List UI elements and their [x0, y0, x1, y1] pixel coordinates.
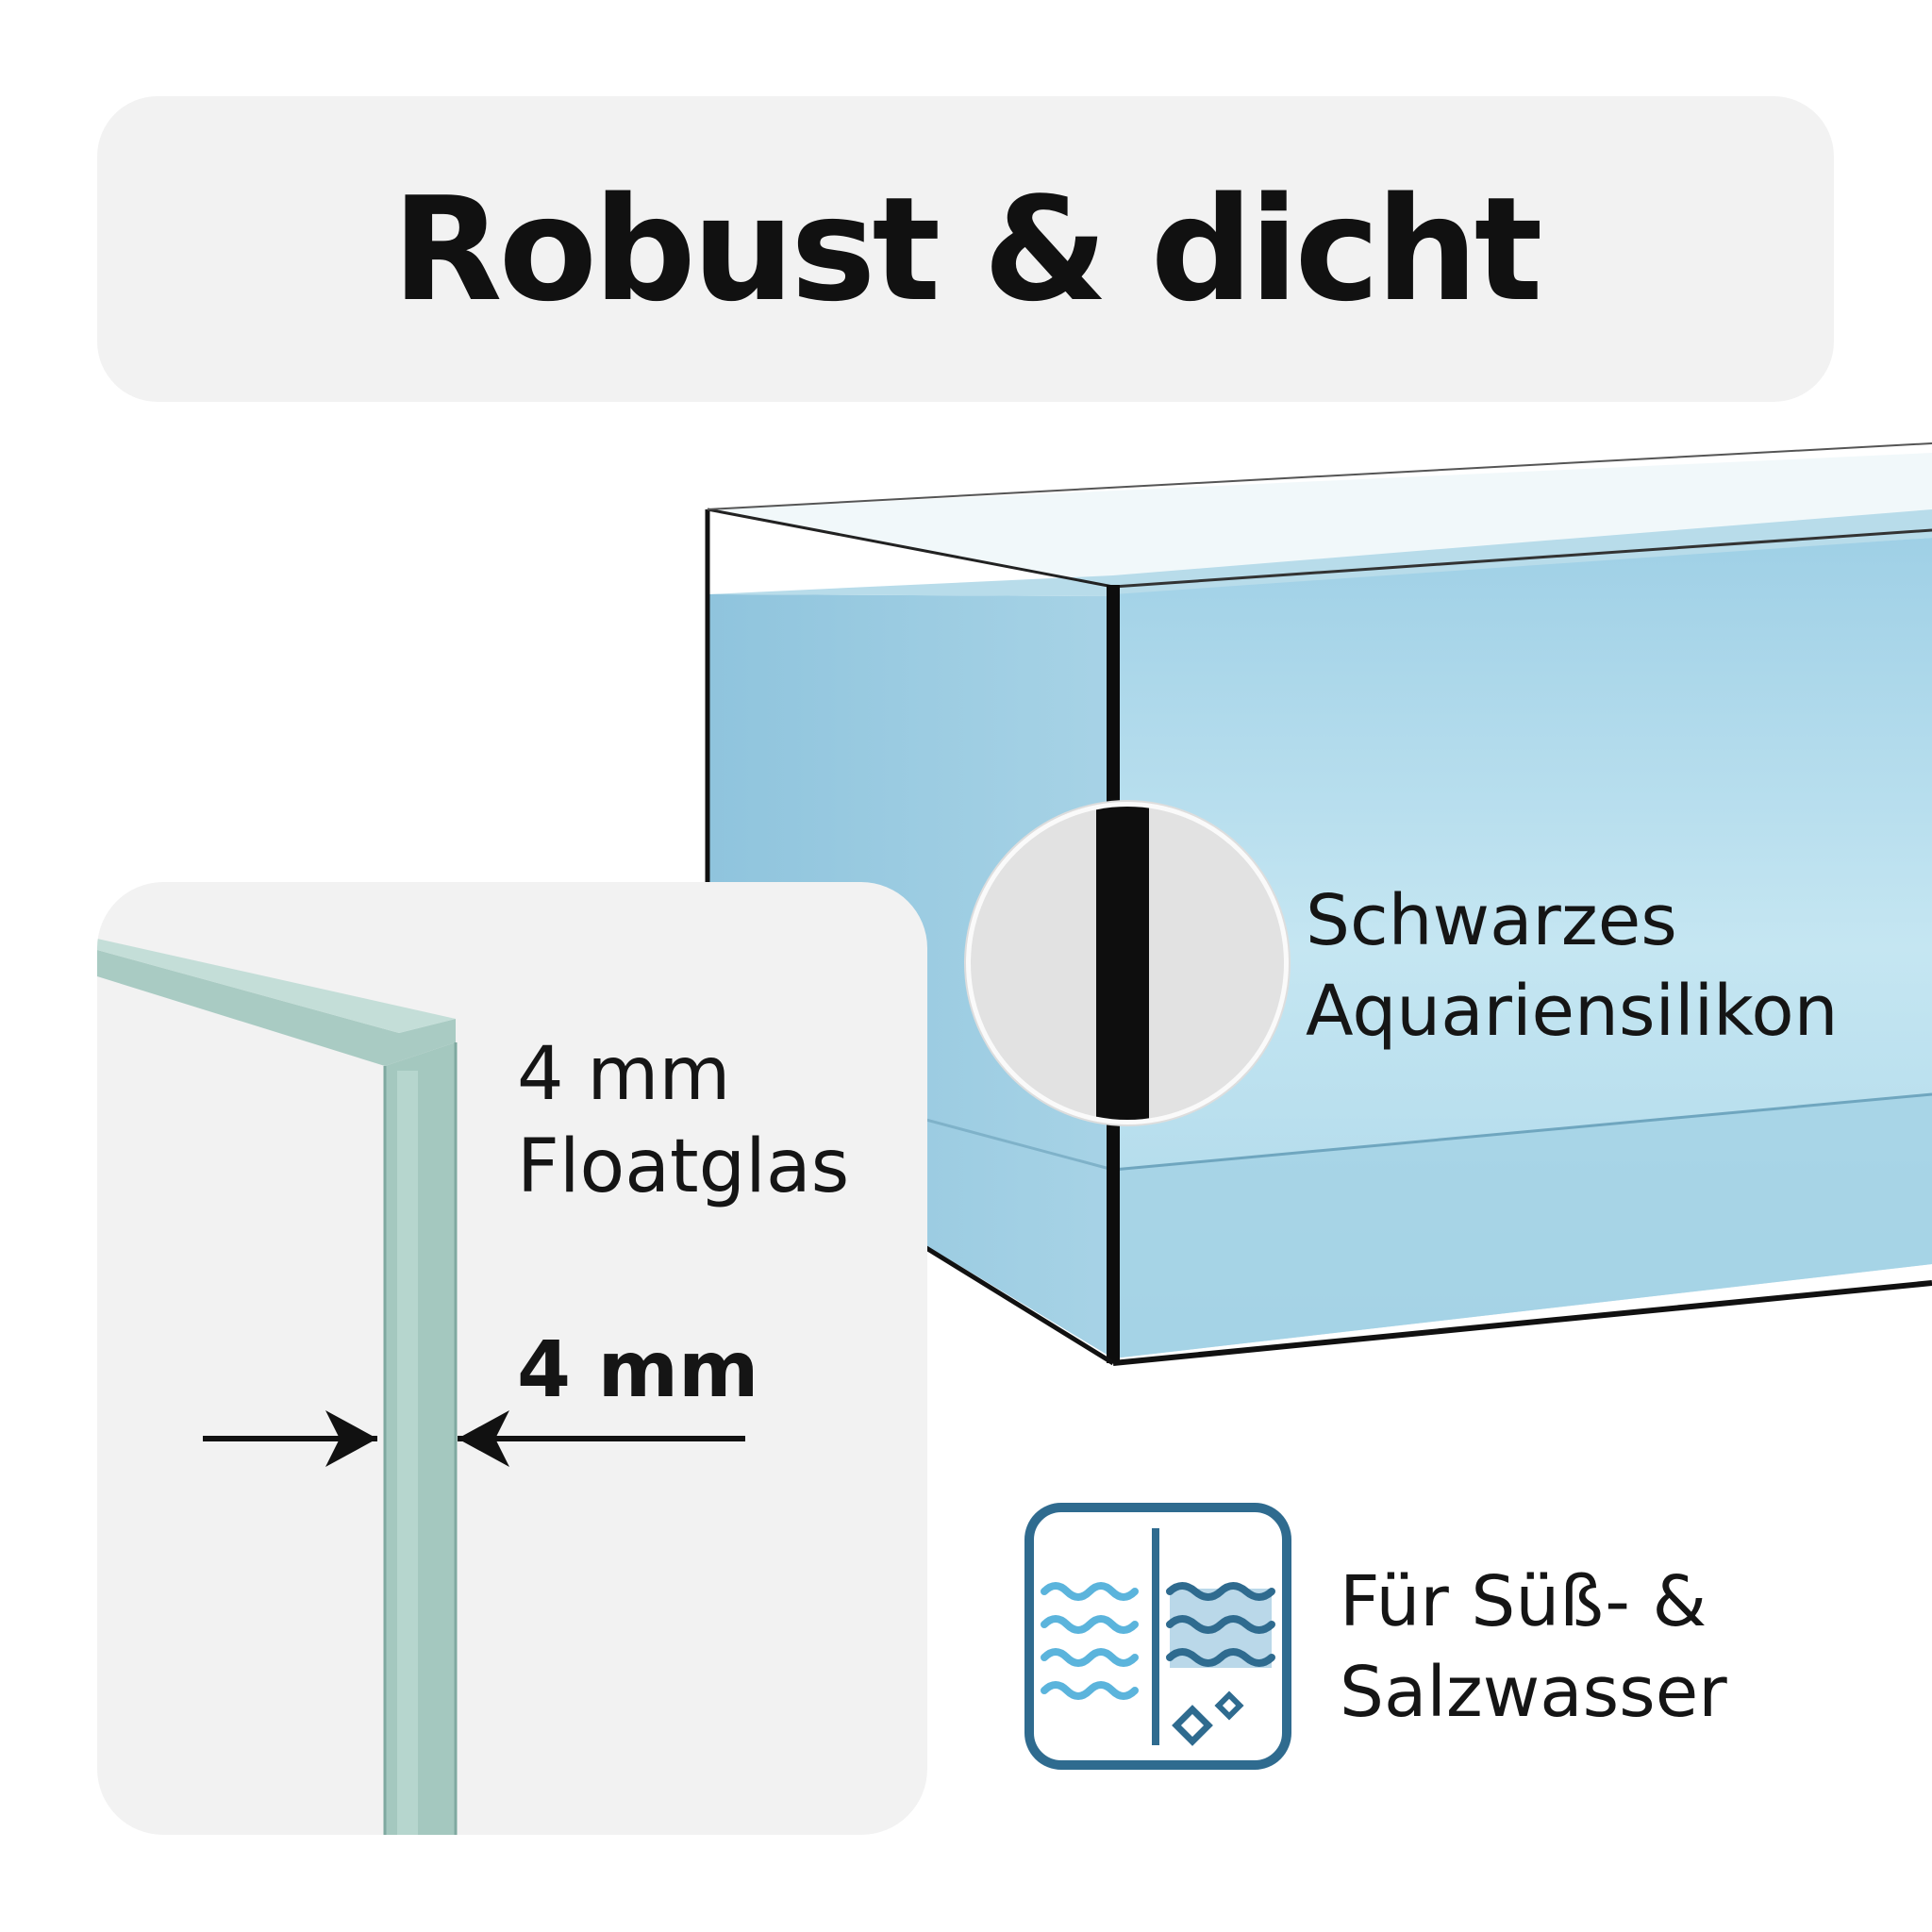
arrow-right-icon [203, 1410, 377, 1467]
water-label: Für Süß- & Salzwasser [1340, 1557, 1727, 1738]
water-label-line1: Für Süß- & [1340, 1561, 1707, 1642]
silicone-magnifier [966, 802, 1289, 1124]
arrow-left-icon [458, 1410, 745, 1467]
silicone-label-line2: Aquariensilikon [1306, 971, 1839, 1052]
floatglas-label-line1: 4 mm [517, 1032, 731, 1117]
glass-edge-illustration [97, 939, 458, 1835]
silicone-label-line1: Schwarzes [1306, 880, 1677, 961]
silicone-label: Schwarzes Aquariensilikon [1306, 875, 1839, 1057]
thickness-label: 4 mm [517, 1325, 759, 1415]
water-label-line2: Salzwasser [1340, 1652, 1727, 1733]
floatglas-label-line2: Floatglas [517, 1124, 850, 1209]
floatglas-label: 4 mm Floatglas [517, 1028, 849, 1213]
fresh-salt-water-icon [1024, 1503, 1291, 1770]
thickness-arrows [203, 1410, 745, 1467]
page-title: Robust & dicht [391, 165, 1543, 333]
title-banner: Robust & dicht [97, 96, 1834, 402]
glass-detail-panel [97, 882, 927, 1835]
silicone-seam [1096, 807, 1149, 1120]
